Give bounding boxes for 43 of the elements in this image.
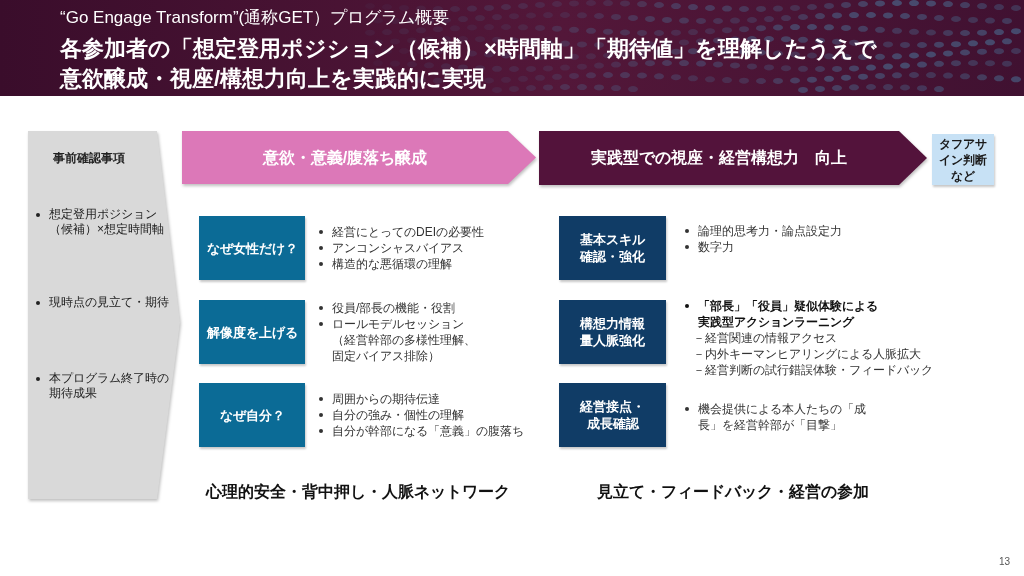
- topic-box: [559, 383, 666, 447]
- topic-box: [199, 216, 305, 280]
- topic-box: [199, 383, 305, 447]
- column-summary: 心理的安全・背中押し・人脈ネットワーク: [206, 482, 510, 502]
- outcome-box: [932, 134, 994, 185]
- topic-box: [199, 300, 305, 364]
- box-label: 基本スキル確認・強化: [578, 231, 646, 265]
- bullet-text: 自分の強み・個性の理解: [332, 407, 464, 423]
- box-label: なぜ自分？: [219, 406, 285, 424]
- box-label: なぜ女性だけ？: [206, 239, 298, 257]
- column-summary: 見立て・フィードバック・経営の参加: [597, 482, 869, 502]
- bullet-text: 機会提供による本人たちの「成長」を経営幹部が「目撃」: [698, 401, 867, 433]
- box-label: 経営接点・成長確認: [578, 398, 646, 432]
- bullet-text: 本プログラム終了時の期待成果: [49, 371, 170, 401]
- bullet-text: 現時点の見立て・期待: [49, 295, 170, 310]
- sub-item-text: －内外キーマンヒアリングによる人脈拡大: [693, 346, 921, 362]
- bullet-text: 数字力: [698, 239, 734, 255]
- headline: 各参加者の「想定登用ポジション（候補）×時間軸」「期待値」を理解したうえで意欲醸成・視座/構想力向上を実践的に実現: [60, 35, 878, 93]
- banner-label: 意欲・意義/腹落ち醸成: [262, 147, 428, 168]
- topic-box: [559, 300, 666, 364]
- bullet-text: 「部長」「役員」疑似体験による実践型アクションラーニング: [698, 298, 879, 330]
- bullet-text: 構造的な悪循環の理解: [332, 256, 452, 272]
- banner-label: 実践型での視座・経営構想力 向上: [591, 148, 847, 168]
- sub-item-text: －経営関連の情報アクセス: [693, 330, 837, 346]
- box-label: 構想力情報量人脈強化: [578, 315, 646, 349]
- sub-item-text: －経営判断の試行錯誤体験・フィードバック: [693, 362, 933, 378]
- chevron-banner: [182, 131, 536, 184]
- chevron-banner: [539, 131, 927, 185]
- bullet-text: 想定登用ポジション（候補）×想定時間軸: [49, 207, 165, 237]
- slide-title: “Go Engage Transform”(通称GET）プログラム概要: [60, 7, 450, 29]
- bullet-text: 経営にとってのDEIの必要性: [332, 224, 484, 240]
- page-number: 13: [998, 555, 1010, 569]
- bullet-text: 周囲からの期待伝達: [332, 391, 440, 407]
- bullet-text: アンコンシャスバイアス: [332, 240, 464, 256]
- bullet-text: ロールモデルセッション（経営幹部の多様性理解、固定バイアス排除）: [332, 316, 477, 364]
- bullet-text: 役員/部長の機能・役割: [332, 300, 456, 316]
- bullet-text: 自分が幹部になる「意義」の腹落ち: [332, 423, 524, 439]
- arrow-panel: [28, 131, 180, 499]
- box-label: 解像度を上げる: [206, 323, 298, 341]
- bullet-text: 論理的思考力・論点設定力: [698, 223, 842, 239]
- panel-heading: 事前確認事項: [52, 151, 126, 166]
- topic-box: [559, 216, 666, 280]
- box-label: タフアサイン判断など: [938, 135, 988, 184]
